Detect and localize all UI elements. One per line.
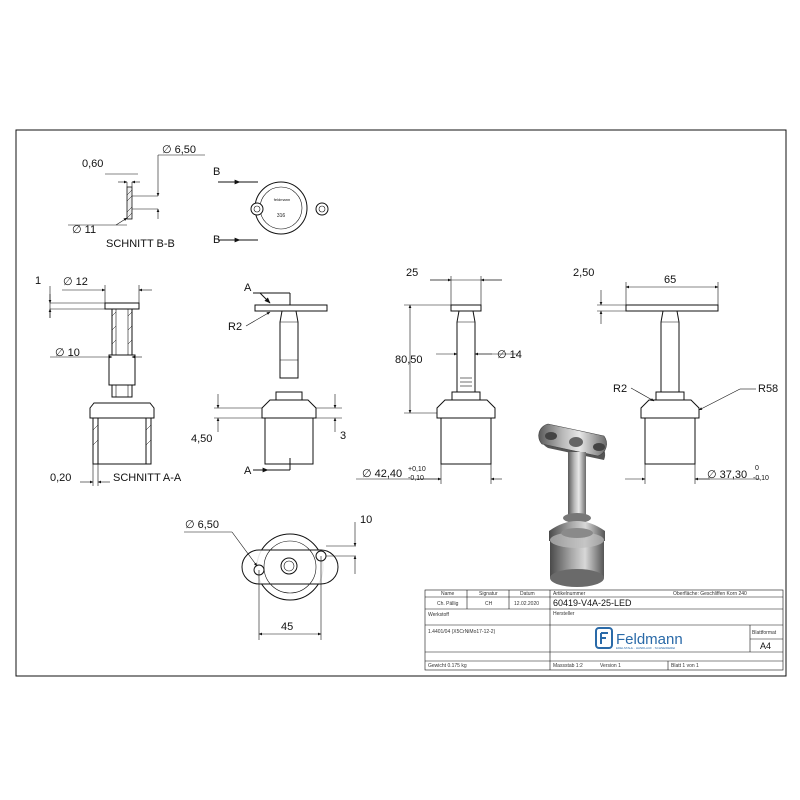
aa-wall-dim: 1 <box>35 275 41 287</box>
bottom-hole-dia-dim: ∅ 6,50 <box>185 519 219 531</box>
side-height-dim: 80,50 <box>395 354 423 366</box>
bb-outer-dia-dim: ∅ 11 <box>72 224 96 236</box>
tb-drawn-by: Ch. Pällig <box>437 601 459 607</box>
bottom-hole-spacing-dim: 45 <box>281 621 293 633</box>
tb-company: Feldmann <box>616 631 683 648</box>
front-collar <box>261 399 317 419</box>
right-view: 65 2,50 R2 R58 ∅ 37,30 0 -0,10 <box>573 267 778 484</box>
tb-company-tagline: EDELSTAHL · HANDLAUF · SCHNEIDEREI <box>616 646 675 650</box>
mount-hole-left <box>250 202 264 216</box>
front-plate <box>254 304 328 312</box>
washer-section <box>126 186 133 220</box>
mount-hole-right <box>315 202 329 216</box>
section-aa-view: 1 ∅ 12 ∅ 10 0,20 SCHNITT A-A <box>35 275 182 486</box>
tb-format-label: Blattformat <box>752 630 777 636</box>
tb-signature: CH <box>485 601 493 607</box>
right-radius-small-dim: R2 <box>613 383 627 395</box>
tb-header-signature: Signatur <box>479 591 498 597</box>
bottom-center-boss <box>280 557 298 575</box>
front-base <box>264 417 314 465</box>
front-radius-dim: R2 <box>228 321 242 333</box>
plate-material-stamp: 316 <box>277 213 286 219</box>
right-radius-large-dim: R58 <box>758 383 778 395</box>
tb-article-number: 60419-V4A-25-LED <box>553 598 632 608</box>
side-plate-width-dim: 25 <box>406 267 418 279</box>
front-collar-height-dim: 4,50 <box>191 433 212 445</box>
side-base-tol-plus: +0,10 <box>408 466 426 473</box>
tb-header-article: Artikelnummer <box>553 591 586 597</box>
right-base-dia-dim: ∅ 37,30 <box>707 469 747 481</box>
tb-date: 12.02.2020 <box>514 601 539 607</box>
tb-version: Version 1 <box>600 663 621 669</box>
side-base-tol-minus: -0,10 <box>408 475 424 482</box>
tb-header-name: Name <box>441 591 455 597</box>
aa-gap-dim: 0,20 <box>50 472 71 484</box>
render-shaft <box>568 452 586 518</box>
cut-mark-b-bottom: B <box>213 234 220 246</box>
tb-format-value: A4 <box>760 641 771 651</box>
aa-tube-dia-dim: ∅ 10 <box>55 347 80 359</box>
side-view: 25 80,50 ∅ 14 ∅ 42,40 +0,10 -0,10 <box>356 267 522 484</box>
section-aa-label: SCHNITT A-A <box>113 472 182 484</box>
right-plate <box>625 304 719 312</box>
side-collar <box>436 399 496 419</box>
cut-mark-a-bottom: A <box>244 465 252 477</box>
right-base-tol-plus: 0 <box>755 465 759 472</box>
front-collar-step-dim: 3 <box>340 430 346 442</box>
tb-sheet: Blatt 1 von 1 <box>671 663 699 669</box>
side-shaft <box>456 310 476 393</box>
section-bb-label: SCHNITT B-B <box>106 238 175 250</box>
right-plate-length-dim: 65 <box>664 274 676 286</box>
right-base-tol-minus: -0,10 <box>753 475 769 482</box>
tb-material-label: Werkstoff <box>428 612 450 618</box>
bottom-view: 45 10 ∅ 6,50 <box>184 514 372 640</box>
tb-manufacturer-label: Hersteller <box>553 611 575 617</box>
plate-logo-stamp: feldmann <box>274 197 290 202</box>
tb-weight: Gewicht 0.175 kg <box>428 663 467 669</box>
tb-header-date: Datum <box>520 591 535 597</box>
aa-collar <box>89 402 155 419</box>
bottom-offset-dim: 10 <box>360 514 372 526</box>
side-base-dia-dim: ∅ 42,40 <box>362 468 402 480</box>
side-base <box>440 417 492 465</box>
feldmann-logo <box>595 627 613 649</box>
cut-mark-b-top: B <box>213 166 220 178</box>
isometric-render <box>538 423 607 587</box>
bb-thickness-dim: 0,60 <box>82 158 103 170</box>
aa-tube-top-dia-dim: ∅ 12 <box>63 276 88 288</box>
right-shaft <box>660 310 680 393</box>
side-shaft-dia-dim: ∅ 14 <box>497 349 522 361</box>
tb-header-surface: Oberfläche: Geschliffen Korn 240 <box>673 591 747 597</box>
right-plate-thickness-dim: 2,50 <box>573 267 594 279</box>
title-block: Name Signatur Datum Artikelnummer Oberfl… <box>424 589 784 671</box>
sheet-border <box>15 129 787 677</box>
front-shaft <box>279 310 299 379</box>
tb-material-value: 1.4401/04 (X5CrNiMo17-12-2) <box>428 629 496 635</box>
side-plate <box>450 304 482 312</box>
top-view: B B feldmann 316 <box>213 166 329 246</box>
tb-scale: Massstab 1:2 <box>553 663 583 669</box>
right-collar <box>640 399 700 419</box>
section-bb-view: 0,60 ∅ 6,50 ∅ 11 SCHNITT B-B <box>68 144 205 250</box>
front-view: A R2 4,50 3 A <box>191 282 346 477</box>
bb-hole-dia-dim: ∅ 6,50 <box>162 144 196 156</box>
right-base <box>644 417 696 465</box>
cut-mark-a-top: A <box>244 282 252 294</box>
